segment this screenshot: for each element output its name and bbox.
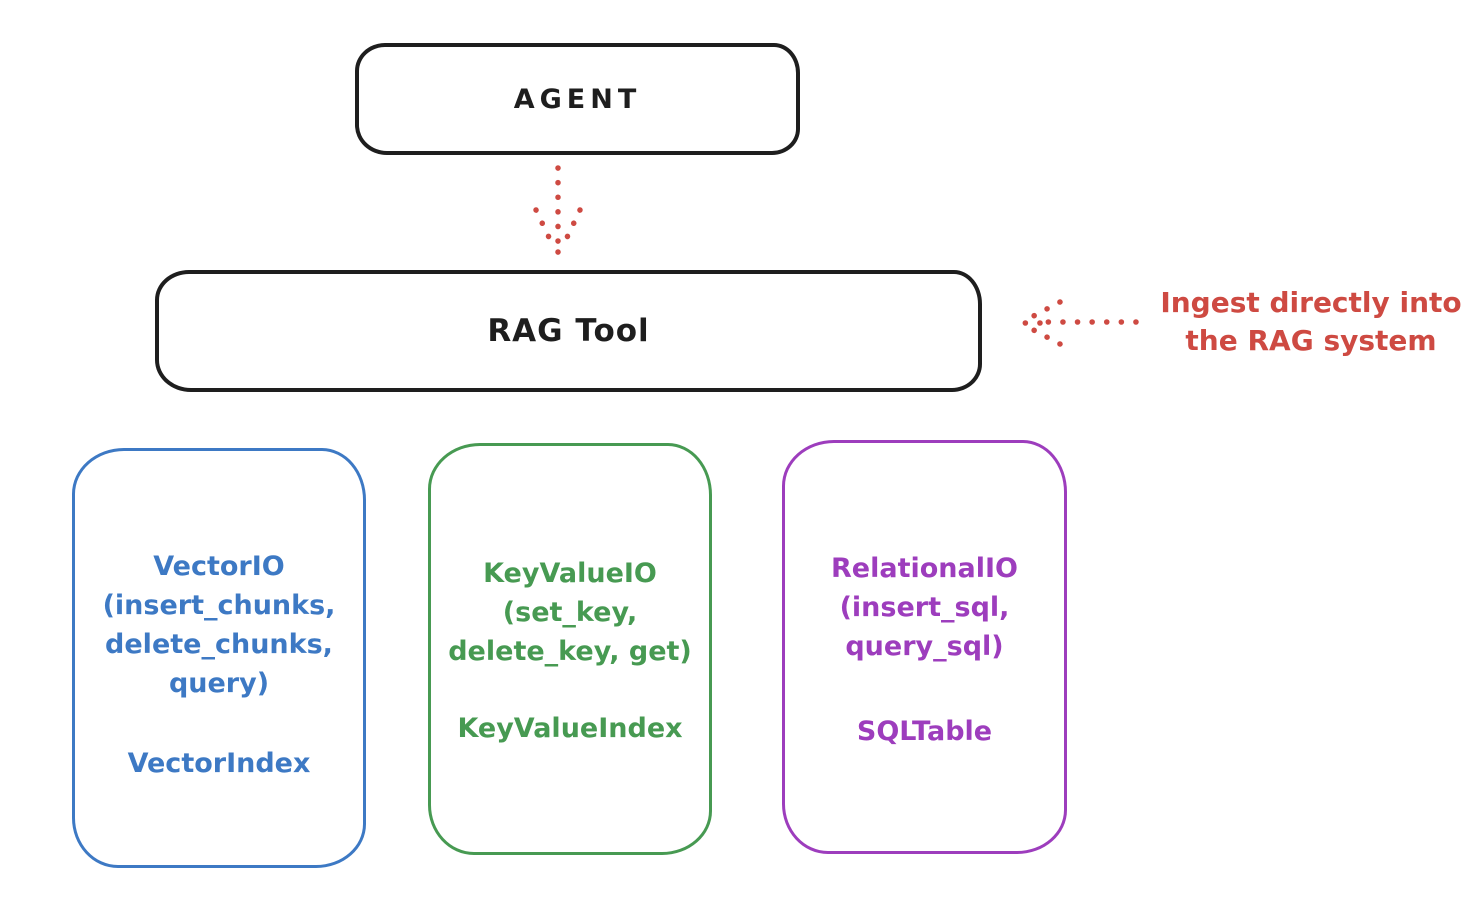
key-value-io-methods-line-2: delete_key, get) (448, 636, 692, 667)
relational-io-methods-line-1: (insert_sql, (839, 592, 1010, 623)
rag-tool-node-label: RAG Tool (487, 313, 650, 349)
agent-node-label: AGENT (513, 83, 642, 115)
relational-io-title: RelationalIO (831, 553, 1018, 584)
vector-io-methods-line-2: delete_chunks, (105, 629, 333, 660)
key-value-io-title: KeyValueIO (483, 558, 657, 589)
relational-io-methods-line-2: query_sql) (845, 631, 1004, 662)
vector-io-methods-line-3: query) (168, 668, 270, 699)
sql-table-label: SQLTable (856, 716, 993, 747)
vector-io-methods-line-1: (insert_chunks, (102, 590, 336, 621)
key-value-io-methods-line-1: (set_key, (502, 597, 638, 628)
vector-io-box: VectorIO (insert_chunks, delete_chunks, … (72, 448, 366, 868)
ingest-annotation: Ingest directly into the RAG system (1146, 284, 1476, 360)
vector-io-title: VectorIO (153, 551, 285, 582)
vector-index-label: VectorIndex (127, 748, 311, 779)
key-value-io-box: KeyValueIO (set_key, delete_key, get) Ke… (428, 443, 712, 855)
relational-io-box: RelationalIO (insert_sql, query_sql) SQL… (782, 440, 1067, 854)
rag-tool-node: RAG Tool (155, 270, 982, 392)
agent-to-rag-dotted-arrow-icon (533, 165, 583, 263)
ingest-annotation-line-1: Ingest directly into (1160, 286, 1462, 319)
ingest-annotation-line-2: the RAG system (1185, 324, 1437, 357)
key-value-index-label: KeyValueIndex (457, 713, 683, 744)
annotation-to-rag-dotted-arrow-icon (1021, 299, 1139, 347)
agent-node: AGENT (355, 43, 800, 155)
